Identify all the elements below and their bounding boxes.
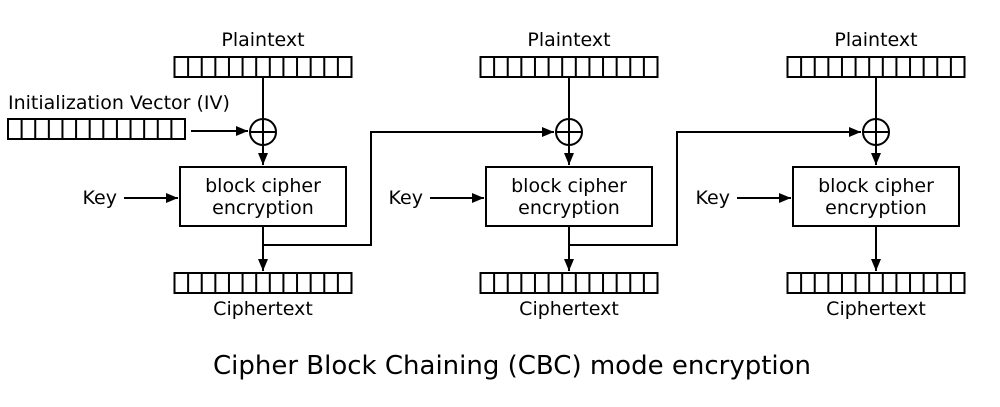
iv-group: Initialization Vector (IV)	[7, 92, 248, 140]
ciphertext-label: Ciphertext	[213, 298, 313, 320]
plaintext-block	[786, 56, 966, 78]
plaintext-block	[479, 56, 659, 78]
key-label: Key	[696, 187, 730, 209]
ciphertext-block	[786, 272, 966, 294]
block-cipher-label-line2: encryption	[825, 197, 927, 219]
block-cipher-box	[485, 166, 653, 227]
plaintext-label: Plaintext	[221, 29, 304, 51]
iv-block	[7, 118, 186, 140]
ciphertext-block-outline	[479, 272, 659, 294]
key-label: Key	[83, 187, 117, 209]
block-cipher-label-line1: block cipher	[205, 175, 321, 197]
plaintext-label: Plaintext	[834, 29, 917, 51]
plaintext-label: Plaintext	[527, 29, 610, 51]
block-cipher-label-line2: encryption	[212, 197, 314, 219]
chain-arrow	[569, 127, 861, 246]
plaintext-block	[173, 56, 353, 78]
ciphertext-label: Ciphertext	[826, 298, 926, 320]
block-cipher-label-line1: block cipher	[511, 175, 627, 197]
ciphertext-block	[173, 272, 353, 294]
block-cipher-box	[179, 166, 347, 227]
ciphertext-block-outline	[173, 272, 353, 294]
key-label: Key	[389, 187, 423, 209]
iv-label: Initialization Vector (IV)	[8, 92, 230, 114]
ciphertext-block-outline	[786, 272, 966, 294]
xor-icon	[555, 118, 583, 146]
chain-arrow	[263, 127, 554, 246]
block-cipher-label-line1: block cipher	[818, 175, 934, 197]
xor-icon	[862, 118, 890, 146]
iv-block-outline	[7, 118, 186, 140]
ciphertext-label: Ciphertext	[519, 298, 619, 320]
diagram-title: Cipher Block Chaining (CBC) mode encrypt…	[213, 351, 811, 381]
block-cipher-label-line2: encryption	[518, 197, 620, 219]
ciphertext-block	[479, 272, 659, 294]
xor-icon	[249, 118, 277, 146]
